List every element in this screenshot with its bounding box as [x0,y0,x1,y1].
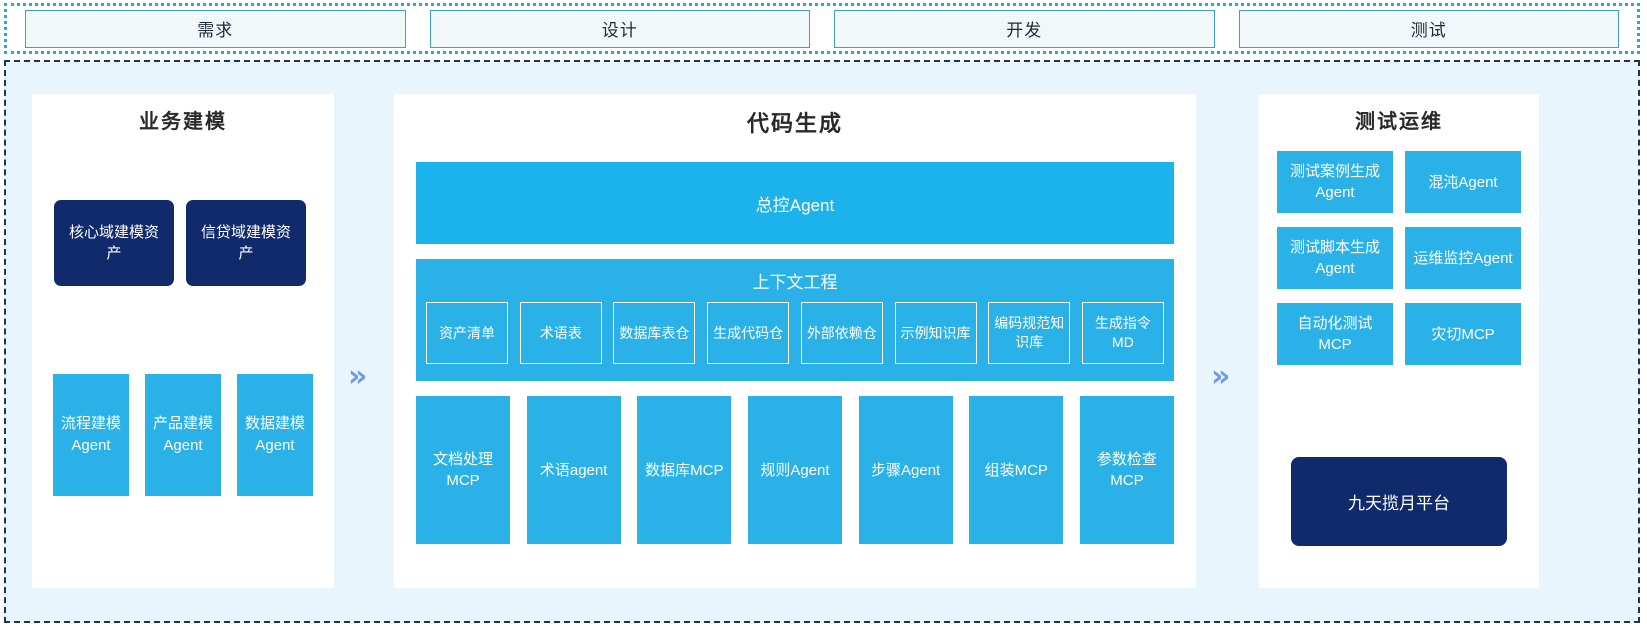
tool-card-rule-agent[interactable]: 规则Agent [747,396,842,544]
phase-strip: 需求 设计 开发 测试 [4,3,1640,54]
panel-code-generation: 代码生成 总控Agent 上下文工程 资产清单 术语表 数据库表仓 生成代码仓 … [394,94,1196,588]
phase-box-testing[interactable]: 测试 [1238,9,1619,48]
ops-card-test-case-generation-agent[interactable]: 测试案例生成Agent [1277,151,1393,213]
phase-box-development[interactable]: 开发 [834,9,1215,48]
business-agent-row: 流程建模Agent 产品建模Agent 数据建模Agent [53,374,313,496]
chevron-right-icon-1: » [348,359,368,394]
context-item-coding-standard-knowledge-base[interactable]: 编码规范知识库 [988,302,1071,364]
context-engineering-block: 上下文工程 资产清单 术语表 数据库表仓 生成代码仓 外部依赖仓 示例知识库 编… [416,259,1174,381]
tool-card-assembly-mcp[interactable]: 组装MCP [969,396,1064,544]
business-asset-row: 核心域建模资产 信贷域建模资产 [54,200,306,286]
context-item-glossary[interactable]: 术语表 [519,302,602,364]
main-body-frame: 业务建模 核心域建模资产 信贷域建模资产 流程建模Agent 产品建模Agent… [4,60,1640,623]
asset-card-credit-domain[interactable]: 信贷域建模资产 [186,200,306,286]
ops-card-ops-monitoring-agent[interactable]: 运维监控Agent [1405,227,1521,289]
asset-card-core-domain[interactable]: 核心域建模资产 [54,200,174,286]
phase-box-design[interactable]: 设计 [429,9,810,48]
test-ops-card-grid: 测试案例生成Agent 混沌Agent 测试脚本生成Agent 运维监控Agen… [1277,151,1521,365]
ops-card-automated-test-mcp[interactable]: 自动化测试MCP [1277,303,1393,365]
tool-card-step-agent[interactable]: 步骤Agent [858,396,953,544]
master-control-agent-banner[interactable]: 总控Agent [416,162,1174,244]
agent-card-data-modeling[interactable]: 数据建模Agent [237,374,313,496]
context-item-example-knowledge-base[interactable]: 示例知识库 [894,302,977,364]
context-item-generated-code-repo[interactable]: 生成代码仓 [707,302,790,364]
context-item-list: 资产清单 术语表 数据库表仓 生成代码仓 外部依赖仓 示例知识库 编码规范知识库… [416,302,1174,364]
panel-test-ops: 测试运维 测试案例生成Agent 混沌Agent 测试脚本生成Agent 运维监… [1259,94,1539,588]
panel-title-business-modeling: 业务建模 [139,111,227,133]
agent-card-process-modeling[interactable]: 流程建模Agent [53,374,129,496]
ops-card-chaos-agent[interactable]: 混沌Agent [1405,151,1521,213]
context-item-generation-instruction-md[interactable]: 生成指令MD [1081,302,1164,364]
ops-card-test-script-generation-agent[interactable]: 测试脚本生成Agent [1277,227,1393,289]
context-item-asset-inventory[interactable]: 资产清单 [426,302,508,364]
tool-card-parameter-check-mcp[interactable]: 参数检查MCP [1079,396,1174,544]
code-generation-tool-row: 文档处理MCP 术语agent 数据库MCP 规则Agent 步骤Agent 组… [416,396,1174,544]
phase-box-requirements[interactable]: 需求 [25,9,406,48]
tool-card-database-mcp[interactable]: 数据库MCP [637,396,732,544]
context-item-db-table-repo[interactable]: 数据库表仓 [613,302,696,364]
panel-title-test-ops: 测试运维 [1355,111,1443,133]
panel-title-code-generation: 代码生成 [746,111,843,136]
context-item-external-dependency-repo[interactable]: 外部依赖仓 [800,302,883,364]
panel-business-modeling: 业务建模 核心域建模资产 信贷域建模资产 流程建模Agent 产品建模Agent… [32,94,334,588]
ops-card-disaster-switch-mcp[interactable]: 灾切MCP [1405,303,1521,365]
tool-card-glossary-agent[interactable]: 术语agent [526,396,621,544]
chevron-right-icon-2: » [1211,359,1231,394]
context-engineering-title: 上下文工程 [752,273,838,292]
agent-card-product-modeling[interactable]: 产品建模Agent [145,374,221,496]
tool-card-document-processing-mcp[interactable]: 文档处理MCP [416,396,510,544]
platform-card-jiutian-lanyue[interactable]: 九天揽月平台 [1291,457,1507,546]
